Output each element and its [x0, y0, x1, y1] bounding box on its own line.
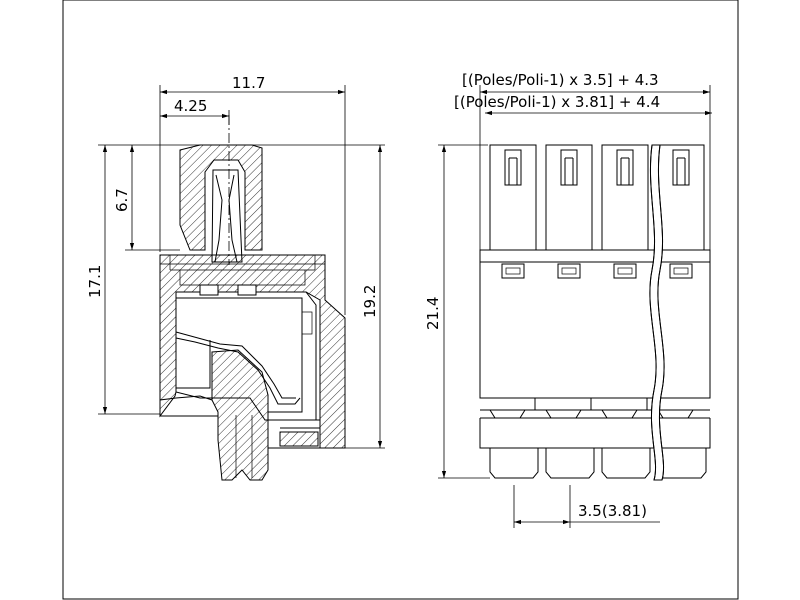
test-window-3	[613, 263, 637, 279]
plug-head-1	[489, 144, 537, 251]
dim-text-4-25: 4.25	[174, 97, 207, 115]
inner-wall	[175, 297, 303, 413]
bottom-pin-3	[601, 448, 651, 479]
latch-slot-right	[237, 284, 257, 296]
dim-text-19-2: 19.2	[361, 285, 379, 318]
test-window-1	[501, 263, 525, 279]
spring-clamp-inner	[175, 331, 296, 399]
bottom-pin-4	[657, 448, 707, 479]
bottom-pin-1	[489, 448, 539, 479]
test-window-2	[557, 263, 581, 279]
bottom-pins	[489, 448, 707, 479]
plug-head-2	[545, 144, 593, 251]
lower-band-notches	[489, 398, 694, 419]
test-window-inner-2	[561, 267, 577, 275]
dim-text-21-4: 21.4	[424, 297, 442, 330]
test-window-inner-1	[505, 267, 521, 275]
lower-band-sides	[479, 418, 711, 449]
width-formula-line1: [(Poles/Poli-1) x 3.5] + 4.3	[462, 71, 659, 89]
front-view: [(Poles/Poli-1) x 3.5] + 4.3 [(Poles/Pol…	[424, 71, 712, 528]
inner-notch	[301, 311, 313, 335]
test-window-inner-4	[673, 267, 689, 275]
dim-text-17-1: 17.1	[86, 265, 104, 298]
plug-slot-2	[560, 149, 578, 186]
latch-slot-left	[199, 284, 219, 296]
width-formula-line2: [(Poles/Poli-1) x 3.81] + 4.4	[454, 93, 660, 111]
contact-slot	[211, 169, 243, 263]
plug-slot-3	[616, 149, 634, 186]
housing-top-band	[160, 255, 325, 286]
dim-text-11-7: 11.7	[232, 74, 265, 92]
plug-head-section	[179, 144, 263, 251]
lower-band	[479, 397, 711, 449]
dim-text-6-7: 6.7	[113, 188, 131, 212]
plug-head-3	[601, 144, 649, 251]
side-view: 11.7 4.25 6.7 17.1 19.2	[86, 74, 385, 481]
bottom-pin-section	[211, 349, 269, 481]
side-dimensions: 11.7 4.25 6.7 17.1 19.2	[86, 74, 385, 449]
front-body	[479, 249, 711, 399]
test-window-4	[669, 263, 693, 279]
housing-section	[159, 254, 346, 449]
test-windows	[501, 263, 693, 279]
housing-foot	[160, 415, 321, 449]
plug-slot-1	[504, 149, 522, 186]
drawing-frame	[62, 0, 739, 600]
bottom-pin-2	[545, 448, 595, 479]
test-window-inner-3	[617, 267, 633, 275]
dim-text-pitch: 3.5(3.81)	[578, 502, 647, 520]
housing-base	[159, 395, 213, 416]
housing-foot-hatch	[279, 431, 319, 447]
plug-slot-4	[672, 149, 690, 186]
contact-spring	[214, 174, 238, 263]
plug-head-4	[657, 144, 705, 251]
break-line-left	[649, 144, 657, 481]
break-line-right	[657, 144, 665, 481]
bottom-pin-detail	[235, 415, 253, 478]
plug-heads	[489, 144, 705, 251]
